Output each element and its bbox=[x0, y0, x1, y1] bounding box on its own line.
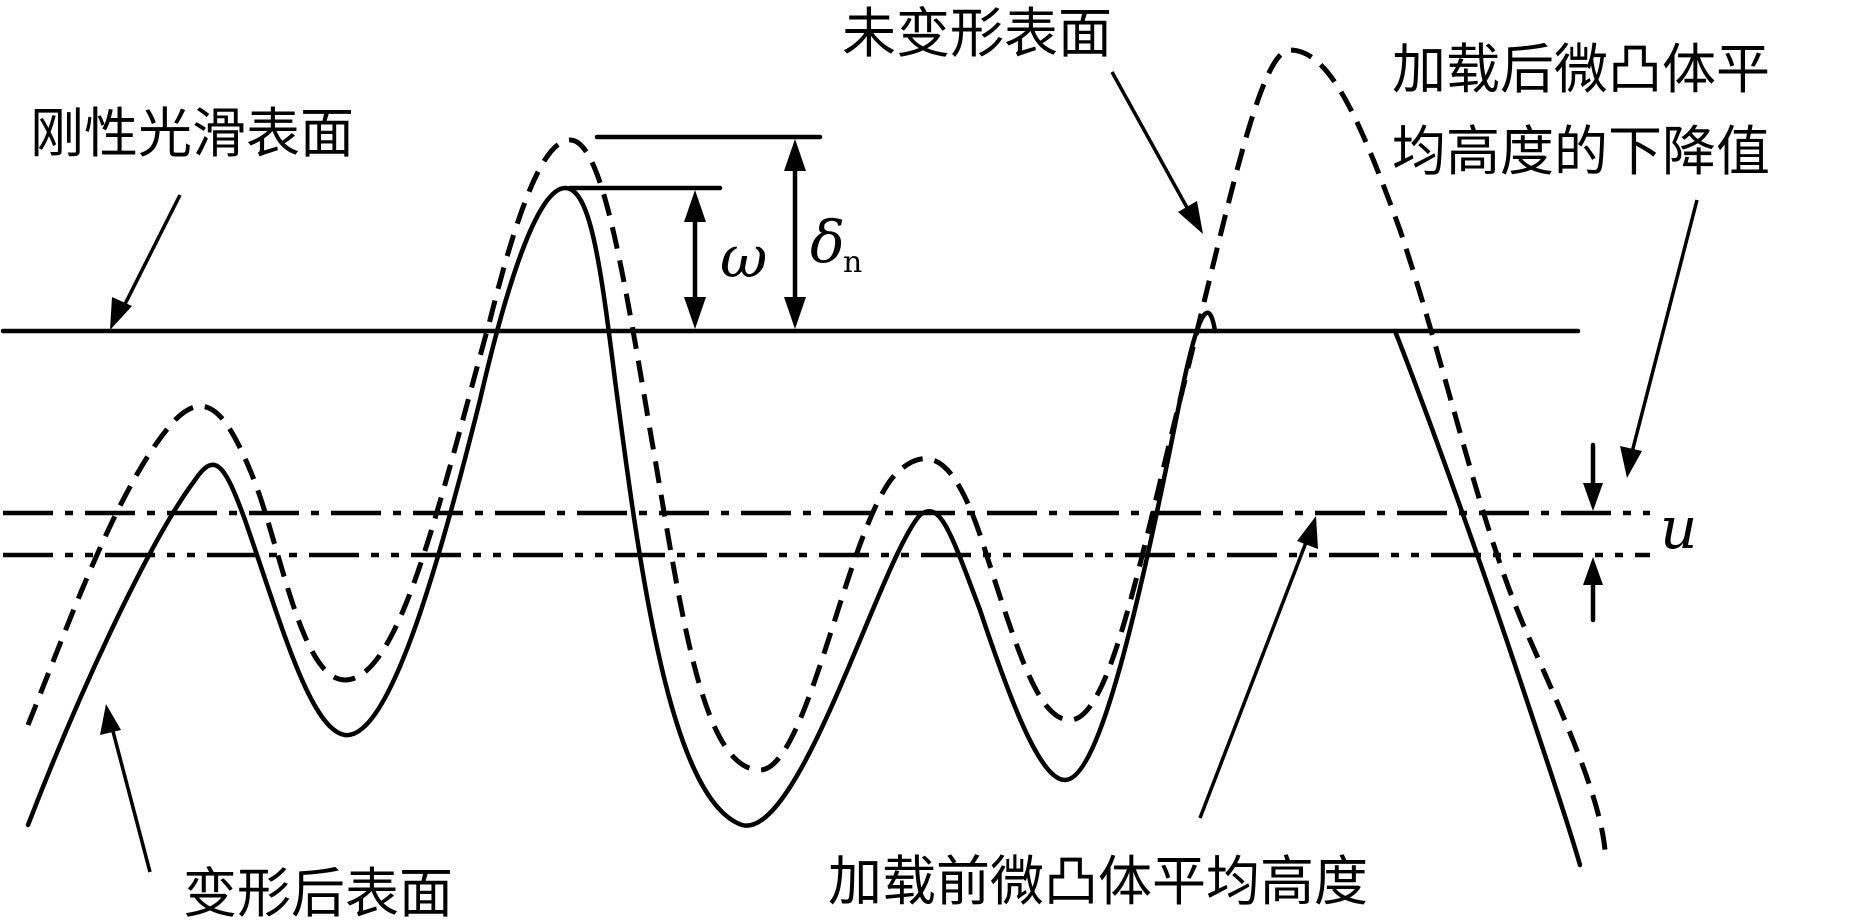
omega-symbol: ω bbox=[720, 223, 767, 291]
drop-value-label-line2: 均高度的下降值 bbox=[1392, 120, 1770, 183]
rigid-surface-leader bbox=[116, 194, 182, 319]
deformed-surface-curve bbox=[25, 185, 1218, 828]
delta-arrow-up bbox=[784, 139, 806, 171]
omega-arrow-down bbox=[684, 297, 706, 329]
mean-height-arrowhead bbox=[1297, 516, 1318, 549]
mean-height-before-label: 加载前微凸体平均高度 bbox=[828, 850, 1368, 913]
deformed-leader bbox=[108, 719, 152, 873]
delta-symbol: δ bbox=[810, 208, 845, 276]
undeformed-surface-curve bbox=[25, 47, 1608, 851]
omega-arrow-up bbox=[684, 190, 706, 222]
undeformed-arrowhead bbox=[1178, 201, 1203, 234]
rigid-surface-arrowhead bbox=[110, 297, 132, 330]
undeformed-surface-label: 未变形表面 bbox=[842, 2, 1112, 65]
delta-subscript: n bbox=[843, 245, 862, 280]
drop-value-arrowhead bbox=[1620, 446, 1642, 478]
drop-value-leader bbox=[1628, 199, 1699, 461]
drop-value-label-line1: 加载后微凸体平 bbox=[1392, 38, 1770, 101]
mean-height-leader bbox=[1198, 531, 1312, 819]
rigid-surface-label: 刚性光滑表面 bbox=[30, 102, 354, 165]
deformed-surface-curve-right bbox=[1392, 328, 1583, 868]
delta-arrow-down bbox=[784, 297, 806, 329]
u-symbol: u bbox=[1660, 494, 1697, 562]
deformed-surface-label: 变形后表面 bbox=[183, 862, 453, 924]
deformed-arrowhead bbox=[100, 704, 121, 735]
undeformed-leader bbox=[1110, 71, 1197, 223]
u-arrow-down bbox=[1583, 483, 1603, 511]
u-arrow-up bbox=[1583, 557, 1603, 585]
